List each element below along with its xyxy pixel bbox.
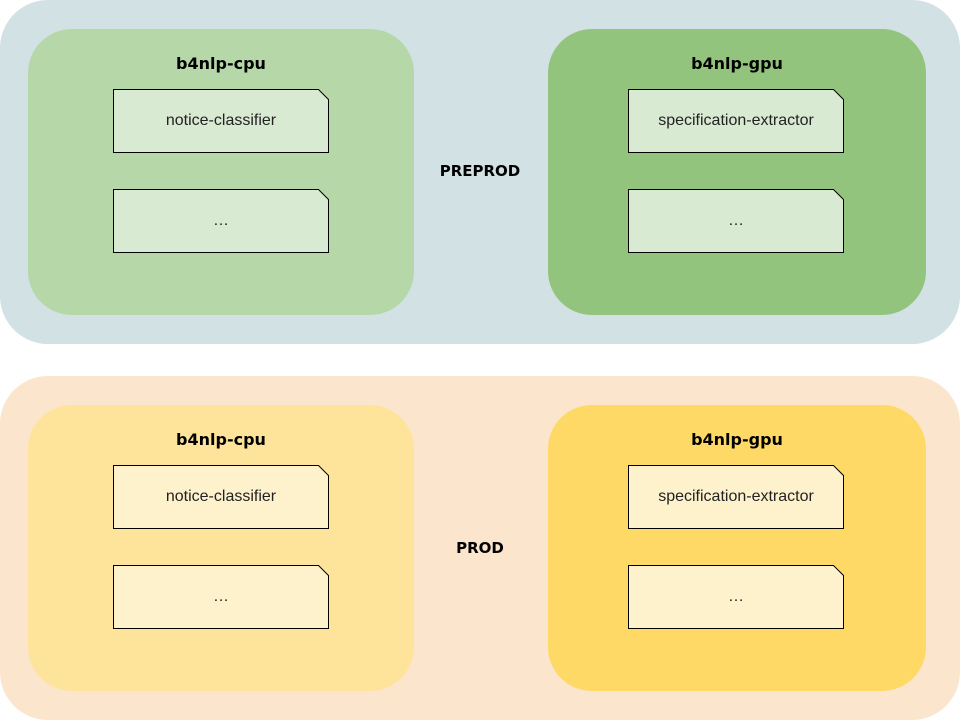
note-shape (113, 465, 329, 529)
service-label: … (213, 212, 229, 229)
service-node: … (628, 189, 844, 253)
env-preprod: PREPROD b4nlp-cpu notice-classifier … b4… (0, 0, 960, 344)
note-shape (628, 189, 844, 253)
service-node: specification-extractor (628, 465, 844, 529)
note-shape (113, 189, 329, 253)
service-node: … (113, 565, 329, 629)
cluster-cpu: b4nlp-cpu notice-classifier … (28, 405, 414, 691)
note-shape (628, 465, 844, 529)
cluster-gpu: b4nlp-gpu specification-extractor … (548, 29, 926, 315)
note-shape (113, 565, 329, 629)
service-label: … (213, 588, 229, 605)
note-shape (113, 89, 329, 153)
cluster-gpu: b4nlp-gpu specification-extractor … (548, 405, 926, 691)
service-label: specification-extractor (658, 112, 814, 129)
service-node: notice-classifier (113, 465, 329, 529)
cluster-title: b4nlp-cpu (176, 54, 266, 73)
cluster-cpu: b4nlp-cpu notice-classifier … (28, 29, 414, 315)
service-node: … (628, 565, 844, 629)
note-shape (628, 89, 844, 153)
cluster-title: b4nlp-gpu (691, 54, 783, 73)
service-node: specification-extractor (628, 89, 844, 153)
env-label: PROD (456, 539, 504, 557)
cluster-title: b4nlp-cpu (176, 430, 266, 449)
service-node: notice-classifier (113, 89, 329, 153)
service-label: notice-classifier (165, 112, 277, 129)
service-label: specification-extractor (658, 488, 814, 505)
env-label: PREPROD (439, 162, 521, 180)
service-label: … (728, 588, 744, 605)
cluster-title: b4nlp-gpu (691, 430, 783, 449)
note-shape (628, 565, 844, 629)
service-node: … (113, 189, 329, 253)
service-label: notice-classifier (165, 488, 277, 505)
env-prod: PROD b4nlp-cpu notice-classifier … b4nlp… (0, 376, 960, 720)
service-label: … (728, 212, 744, 229)
